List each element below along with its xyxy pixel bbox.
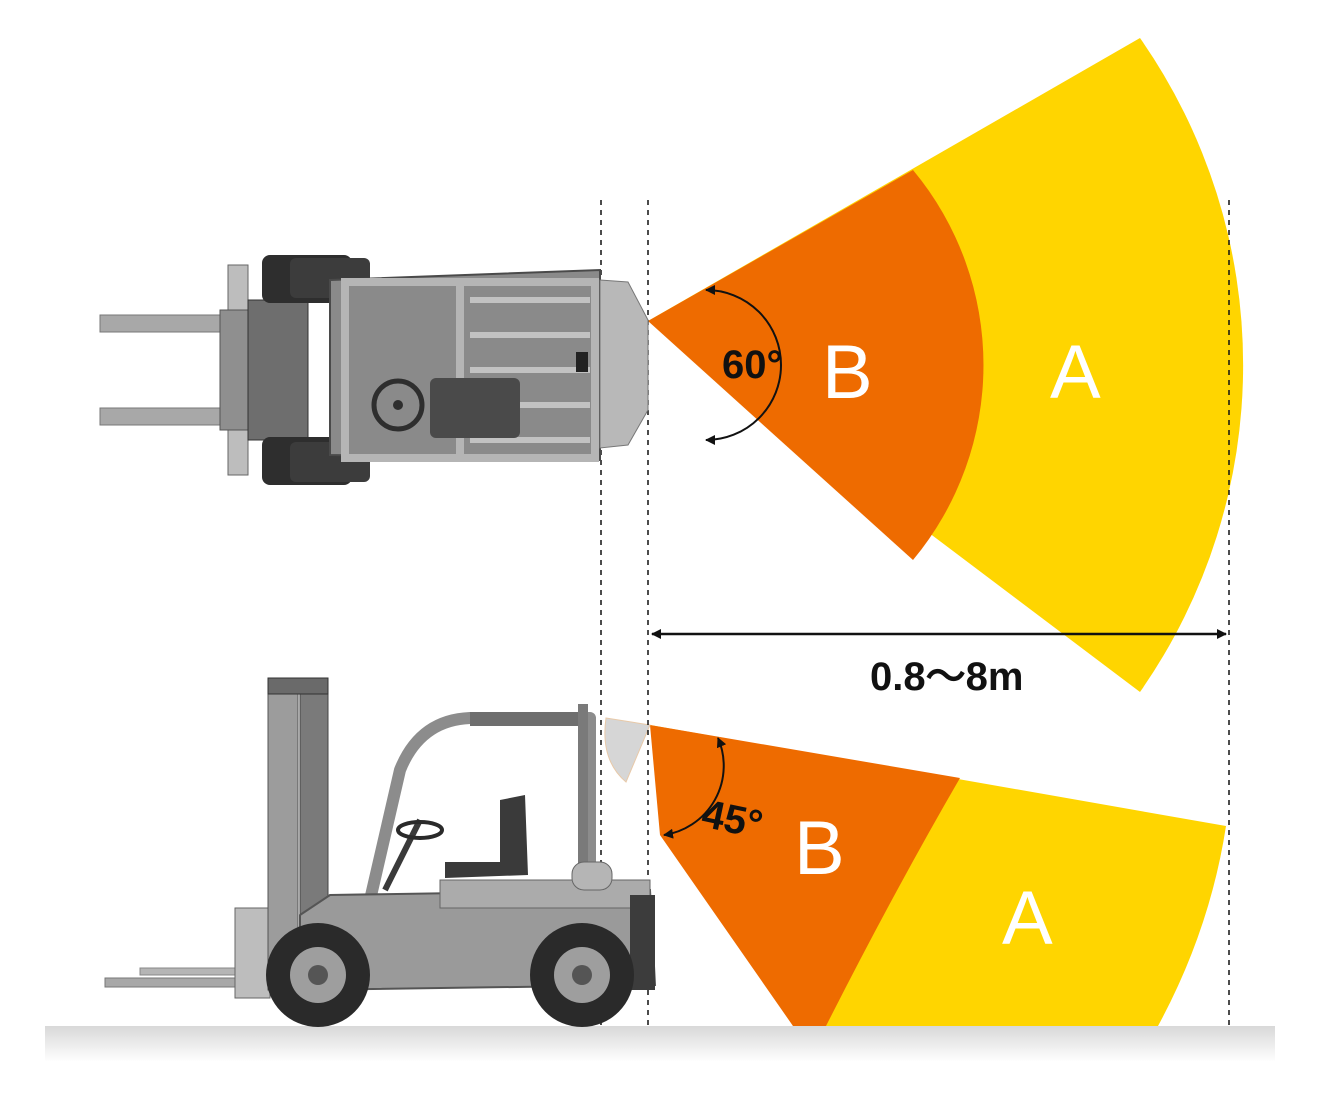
- top-view-zones: 60° B A: [602, 38, 1244, 692]
- side-zone-b: [650, 725, 960, 1026]
- side-zone-a-label: A: [1002, 876, 1053, 961]
- side-angle-arc: [663, 737, 727, 839]
- forklift-side-view: [104, 677, 657, 1027]
- top-zone-a-label: A: [1050, 330, 1101, 415]
- forklift-top-view: [99, 255, 649, 485]
- side-view-zones: 45° B A: [604, 717, 1226, 1026]
- guide-lines: [600, 200, 1230, 1026]
- side-zone-b-label: B: [794, 806, 845, 891]
- ground-strip: [45, 1026, 1275, 1062]
- top-zone-b-label: B: [822, 330, 873, 415]
- top-angle-label: 60°: [722, 343, 783, 387]
- side-sensor-cone: [604, 717, 651, 783]
- top-zone-b: [648, 170, 984, 560]
- top-angle-arc: [705, 285, 782, 445]
- distance-label: 0.8～8m: [870, 655, 1023, 699]
